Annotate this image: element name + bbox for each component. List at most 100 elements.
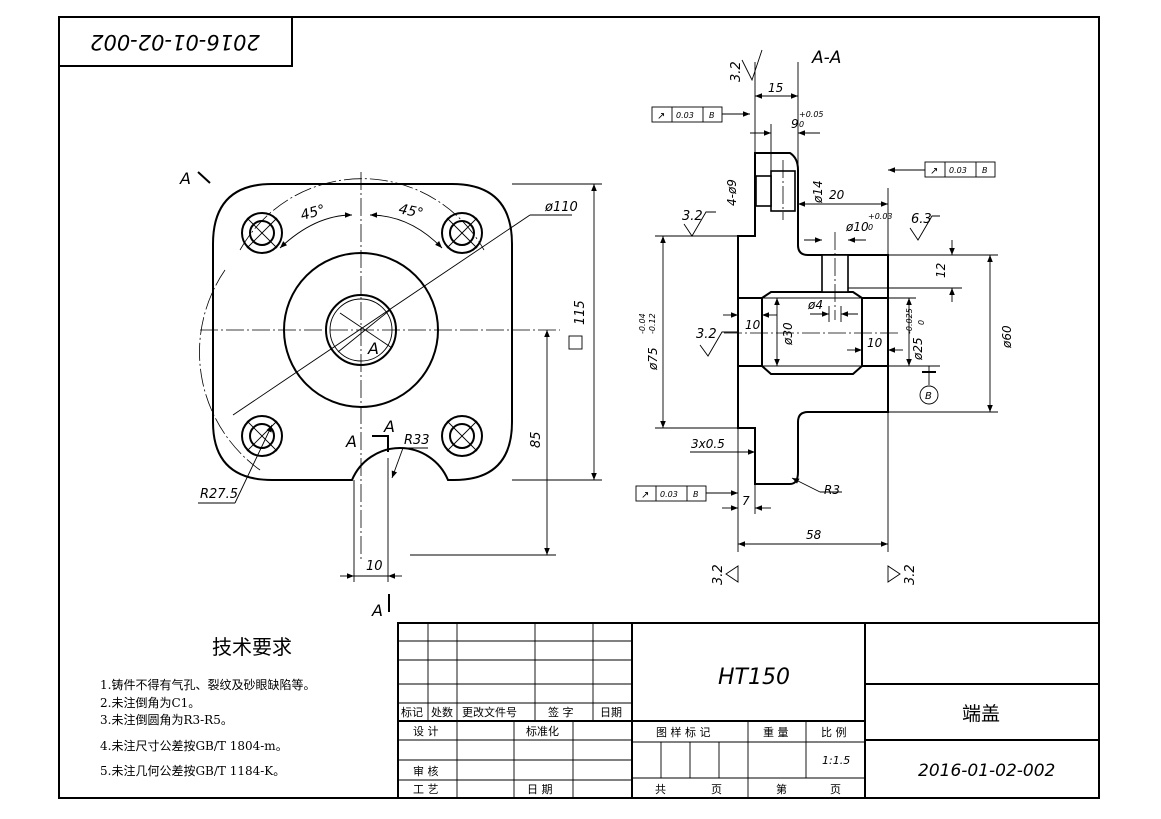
dim-phi4: ø4 [807,298,823,312]
dim-10-left: 10 [745,318,761,332]
dim-10-right: 10 [867,336,883,350]
dim-115: 115 [573,300,588,325]
partial-view-marker [372,435,389,452]
dim-chamfer: 3x0.5 [691,437,725,451]
bolt-hole-tr [441,212,483,254]
dim-r27-5: R27.5 [200,487,238,502]
dim-9-tol-lower: 0 [799,120,804,129]
flipped-drawing-number: 2016-01-02-002 [90,30,260,54]
angle-45-left: 45° [299,202,327,224]
dim-phi10-tol-lower: 0 [868,223,873,232]
dim-58: 58 [806,528,822,542]
tb-drawing-number: 2016-01-02-002 [918,761,1055,781]
dim-phi75-tol-lower: -0.12 [648,313,657,334]
tb-header-doc: 更改文件号 [462,705,517,719]
fcf-top-datum: B [709,111,715,120]
angle-45-right: 45° [397,201,425,222]
fcf-bottom-datum: B [693,490,699,499]
tech-req-item-5: 5.未注几何公差按GB/T 1184-K。 [100,763,285,778]
square-symbol [568,335,583,350]
dim-holes: 4-ø9 [725,179,739,206]
dim-phi10: ø10 [845,220,869,234]
tb-date-label: 日 期 [527,783,553,796]
diag-ref-1 [339,312,393,349]
section-letter-top: A [179,169,191,188]
fcf-right [888,161,996,178]
r33-leader [391,447,404,479]
fcf-bottom-symbol: ↗ [641,490,649,501]
angle-45-arc-left [279,212,353,249]
dim-phi110: ø110 [544,200,578,215]
datum-b-circle [919,385,939,405]
tech-req-title: 技术要求 [212,635,292,659]
dim-phi75: ø75 [646,347,660,371]
roughness-mid: 6.3 [911,212,932,227]
roughness-symbol-bore [699,331,738,357]
roughness-upper-left: 3.2 [682,209,703,224]
roughness-bottom-right: 3.2 [903,564,918,585]
partial-letter-a2: A [383,417,395,436]
front-view [197,171,602,612]
tb-page: 页 [711,783,722,796]
fcf-top [651,106,750,123]
dim-phi10-tol-upper: +0.03 [868,212,893,221]
dim-phi25: ø25 [911,337,925,361]
roughness-symbol-top [741,49,763,82]
dim-r3: R3 [824,483,840,497]
bolt-circle-arc [239,178,485,251]
fcf-bottom [635,485,738,502]
tb-total: 共 [655,783,666,796]
bolt-hole-br [441,415,483,457]
fcf-top-value: 0.03 [676,111,694,120]
r27-leader [234,424,273,504]
dim-phi14: ø14 [811,180,825,204]
tb-material: HT150 [718,665,790,690]
dim-phi30: ø30 [781,322,795,346]
roughness-symbol-mid [909,215,940,241]
section-view [635,49,998,583]
tech-req-item-1: 1.铸件不得有气孔、裂纹及砂眼缺陷等。 [100,677,315,692]
dim-r33: R33 [404,433,430,448]
tech-req-item-4: 4.未注尺寸公差按GB/T 1804-m。 [100,738,288,753]
bolt-hole-tl [241,212,283,254]
tb-scale-value: 1:1.5 [822,754,850,767]
tb-standardize: 标准化 [526,724,559,738]
tb-header-date: 日期 [600,706,622,719]
fcf-top-symbol: ↗ [657,111,665,122]
tb-scale-label: 比 例 [821,725,847,739]
fcf-right-symbol: ↗ [930,166,938,177]
section-letter-bottom: A [371,601,383,620]
dim-85: 85 [529,431,544,448]
flange-counterbore [755,175,772,207]
tech-req-item-2: 2.未注倒角为C1。 [100,695,200,710]
roughness-bottom-left: 3.2 [711,564,726,585]
bolt-hole-bl [241,415,283,457]
tb-header-count: 处数 [431,706,453,719]
tb-page2: 页 [830,783,841,796]
roughness-bore: 3.2 [696,327,717,342]
dim-7: 7 [742,494,750,508]
fcf-bottom-value: 0.03 [660,490,678,499]
section-cut-mark-top [197,171,211,184]
section-hatch-lower [737,365,889,485]
section-hatch-upper [737,152,889,299]
section-title: A-A [811,48,841,68]
dim-20: 20 [829,188,845,202]
diag-phi110 [232,214,531,416]
tb-review: 审 核 [413,764,439,778]
angle-45-arc-right [369,212,443,249]
tb-sheet: 第 [776,782,787,796]
datum-b-label: B [925,391,932,402]
dim-12: 12 [934,263,948,278]
dim-9-tol-upper: +0.05 [799,110,824,119]
tb-header-sign: 签 字 [548,705,574,719]
fcf-right-datum: B [982,166,988,175]
bolt-circle-arc-left [199,269,261,471]
dim-phi25-tol-lower: 0 [917,320,926,325]
tech-req-item-3: 3.未注倒圆角为R3-R5。 [100,712,233,727]
center-label-a: A [367,339,379,358]
dim-15: 15 [768,81,783,95]
roughness-symbol-upper-left [683,211,716,237]
dim-phi75-tol-upper: -0.04 [638,313,647,334]
flipped-number-box: 2016-01-02-002 [58,16,293,67]
